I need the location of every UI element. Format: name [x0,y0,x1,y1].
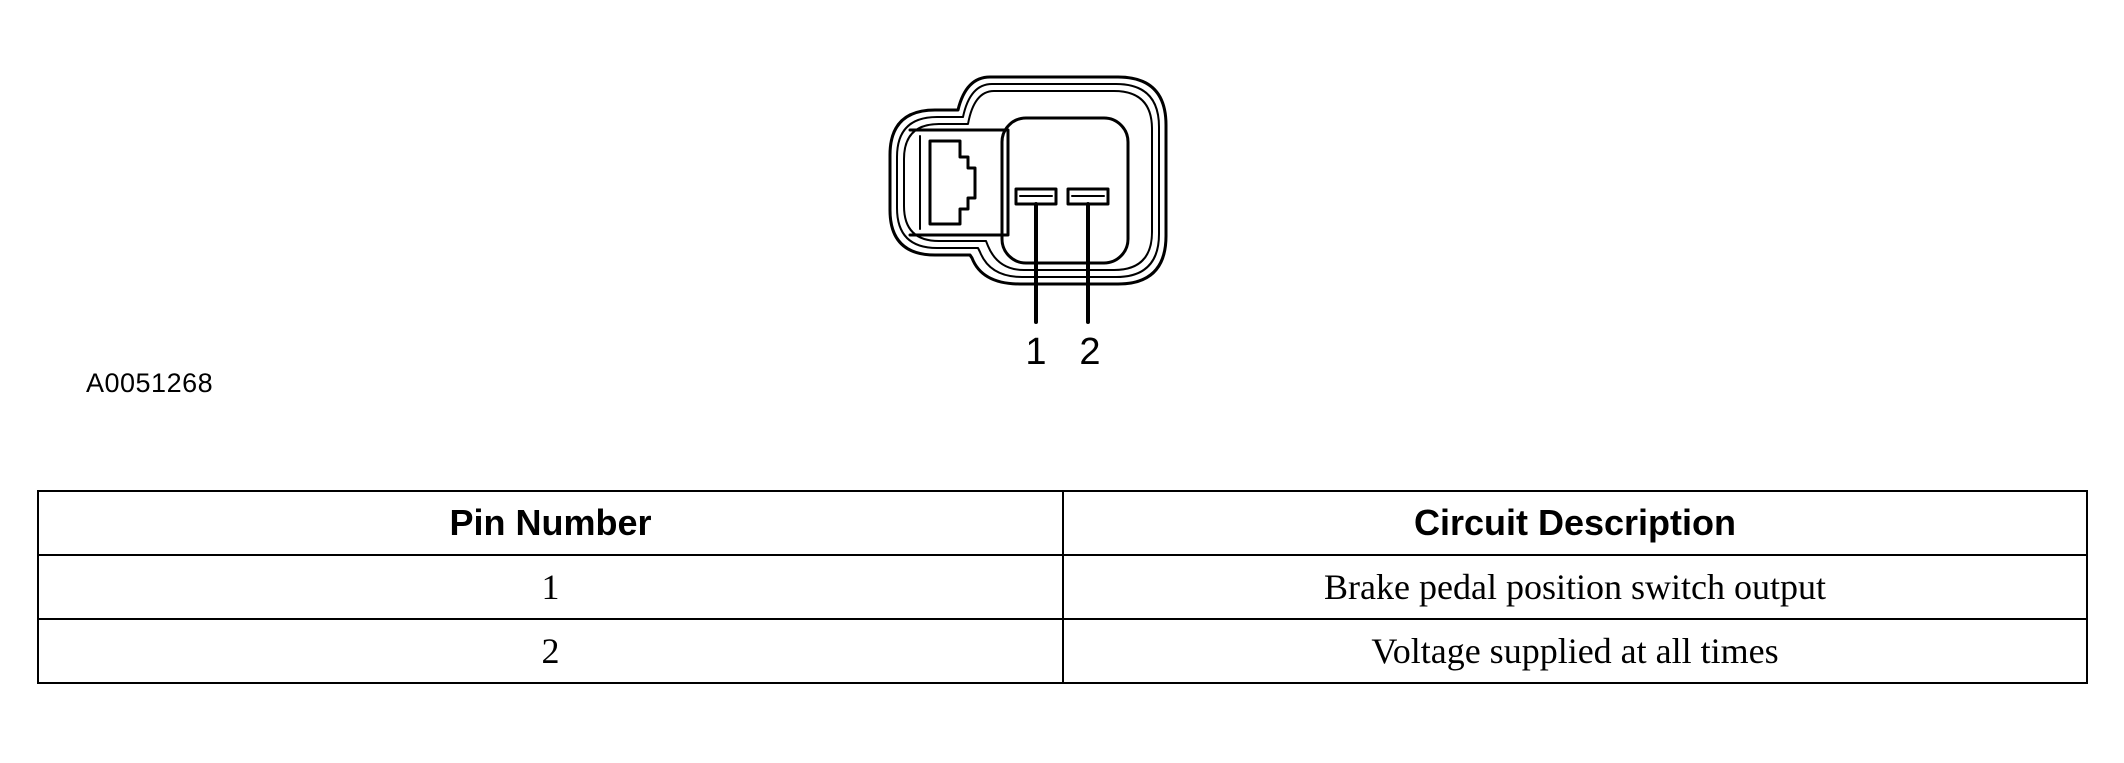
connector-shell-middle [896,83,1160,278]
cell-circuit-description: Voltage supplied at all times [1062,618,2088,684]
cell-circuit-description: Brake pedal position switch output [1062,554,2088,620]
pin-2-label: 2 [1079,331,1100,373]
cell-pin-number: 1 [37,554,1064,620]
pin-1-label: 1 [1025,331,1046,373]
table-row: 1 Brake pedal position switch output [37,554,2088,620]
header-pin-number: Pin Number [37,490,1064,556]
table-header-row: Pin Number Circuit Description [37,490,2088,556]
pinout-table: Pin Number Circuit Description 1 Brake p… [37,490,2088,684]
header-circuit-description: Circuit Description [1062,490,2088,556]
cell-pin-number: 2 [37,618,1064,684]
pin-cavity [1000,116,1130,265]
latch-tab [908,128,1010,237]
connector-shell-inner [903,90,1153,271]
table-row: 2 Voltage supplied at all times [37,618,2088,684]
connector-diagram: 1 2 [888,75,1168,373]
connector-shell-outer [888,75,1168,286]
latch-tab-inner [928,139,977,226]
figure-id: A0051268 [86,368,214,398]
